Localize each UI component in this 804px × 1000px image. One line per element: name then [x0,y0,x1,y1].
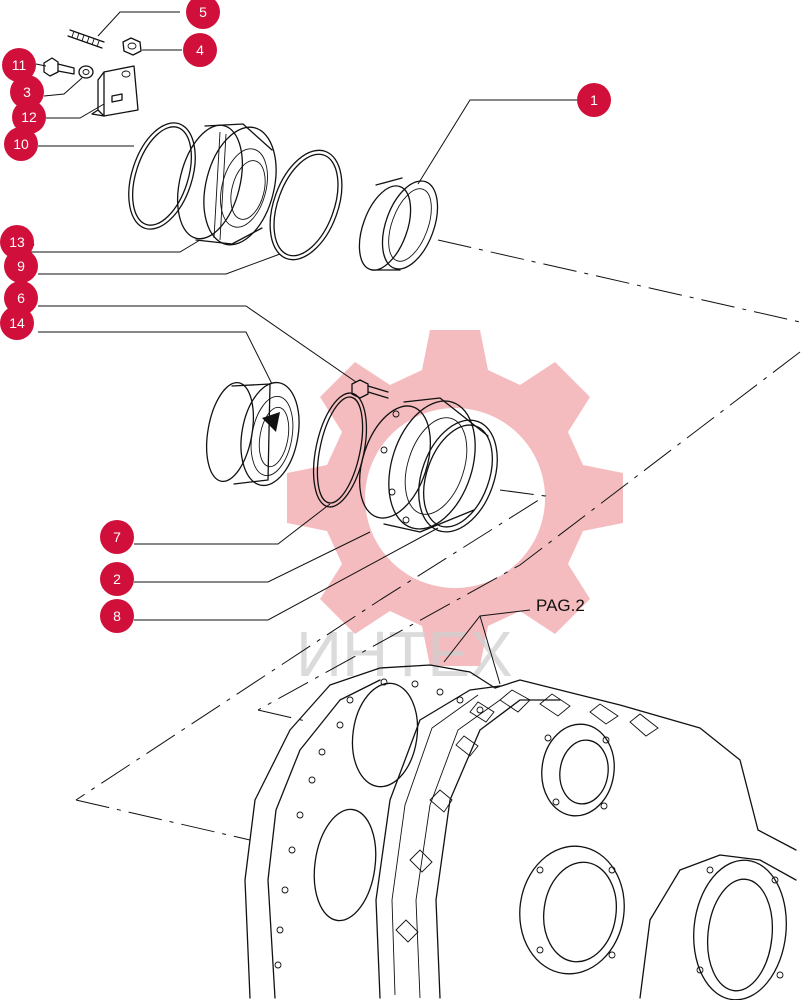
bolt-part-11 [43,57,75,77]
o-ring-part-8 [418,419,498,533]
svg-text:4: 4 [196,42,204,58]
svg-text:3: 3 [23,84,31,100]
callout-4[interactable]: 4 [183,33,217,67]
svg-text:2: 2 [113,571,121,587]
bearing-cup-part-1 [358,177,439,271]
bracket-part-12 [91,65,139,117]
svg-text:8: 8 [113,608,121,624]
stud-bolt-part-5 [67,29,105,49]
leader-lines [29,11,577,621]
callout-12[interactable]: 12 [12,100,46,134]
callout-9[interactable]: 9 [4,249,38,283]
callout-8[interactable]: 8 [100,599,134,633]
watermark-text: ИНТЕХ [296,618,513,690]
svg-text:14: 14 [9,315,25,331]
o-ring-part-10 [128,122,196,230]
watermark: ИНТЕХ [287,330,623,690]
page-reference-label: PAG.2 [536,596,585,615]
callout-14[interactable]: 14 [0,306,34,340]
washer-part-3 [78,65,94,79]
callout-3[interactable]: 3 [10,75,44,109]
callout-7[interactable]: 7 [100,520,134,554]
svg-text:12: 12 [21,109,37,125]
callout-badges: 5 4 11 3 12 10 1 13 [0,0,611,633]
callout-2[interactable]: 2 [100,562,134,596]
assembly-axes [75,239,801,841]
gear-icon [287,330,623,666]
svg-text:7: 7 [113,529,121,545]
svg-text:13: 13 [9,234,25,250]
callout-5[interactable]: 5 [186,0,220,29]
svg-text:9: 9 [17,258,25,274]
bolt-part-6 [351,379,389,399]
callout-1[interactable]: 1 [577,83,611,117]
svg-text:5: 5 [199,4,207,20]
bearing-housing-part-2 [359,397,489,533]
housing-ribs [395,689,659,943]
svg-text:6: 6 [17,290,25,306]
svg-text:1: 1 [590,92,598,108]
svg-text:11: 11 [12,57,27,73]
callout-6[interactable]: 6 [4,281,38,315]
housing-bolt-holes [274,678,784,979]
seal-housing-part-13 [177,123,277,246]
svg-text:10: 10 [13,136,29,152]
nut-part-4 [122,37,142,56]
callout-10[interactable]: 10 [4,127,38,161]
roller-bearing-part-14 [206,381,300,487]
callout-11[interactable]: 11 [2,48,36,82]
page-reference: PAG.2 [443,596,585,685]
transmission-housing [244,664,797,1000]
o-ring-part-9 [269,149,343,261]
